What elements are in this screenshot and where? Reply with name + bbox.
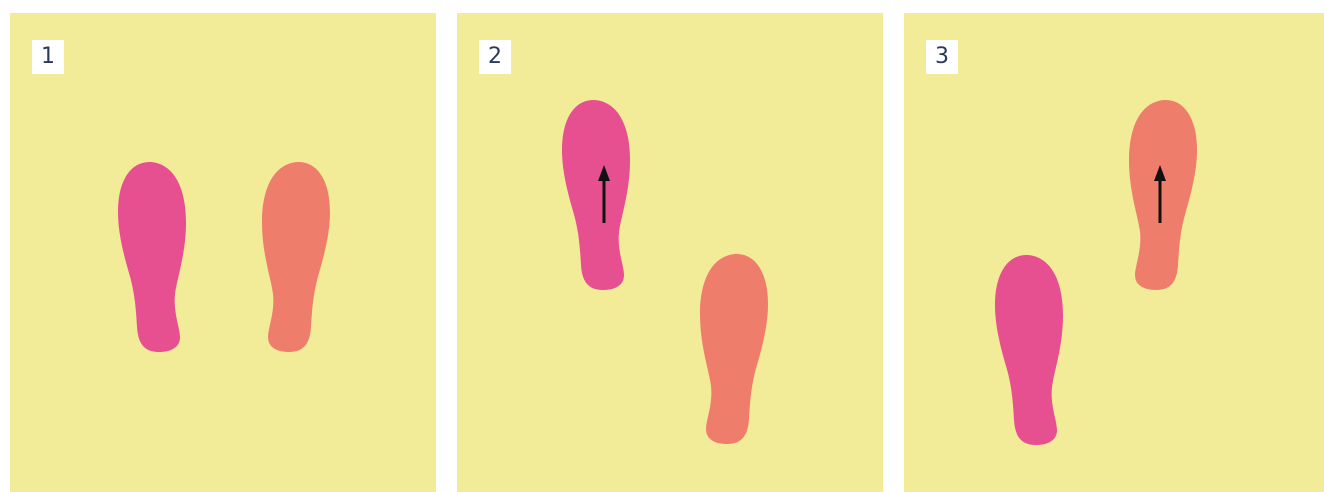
left-footprint: [995, 255, 1063, 445]
step-3-panel: 3: [904, 13, 1324, 492]
step-1-footprints: [10, 13, 436, 492]
left-footprint: [562, 100, 630, 290]
step-2-footprints: [457, 13, 883, 492]
right-footprint: [262, 162, 330, 352]
right-footprint: [700, 254, 768, 444]
step-2-panel: 2: [457, 13, 883, 492]
step-1-panel: 1: [10, 13, 436, 492]
right-footprint: [1129, 100, 1197, 290]
step-3-footprints: [904, 13, 1324, 492]
left-footprint: [118, 162, 186, 352]
